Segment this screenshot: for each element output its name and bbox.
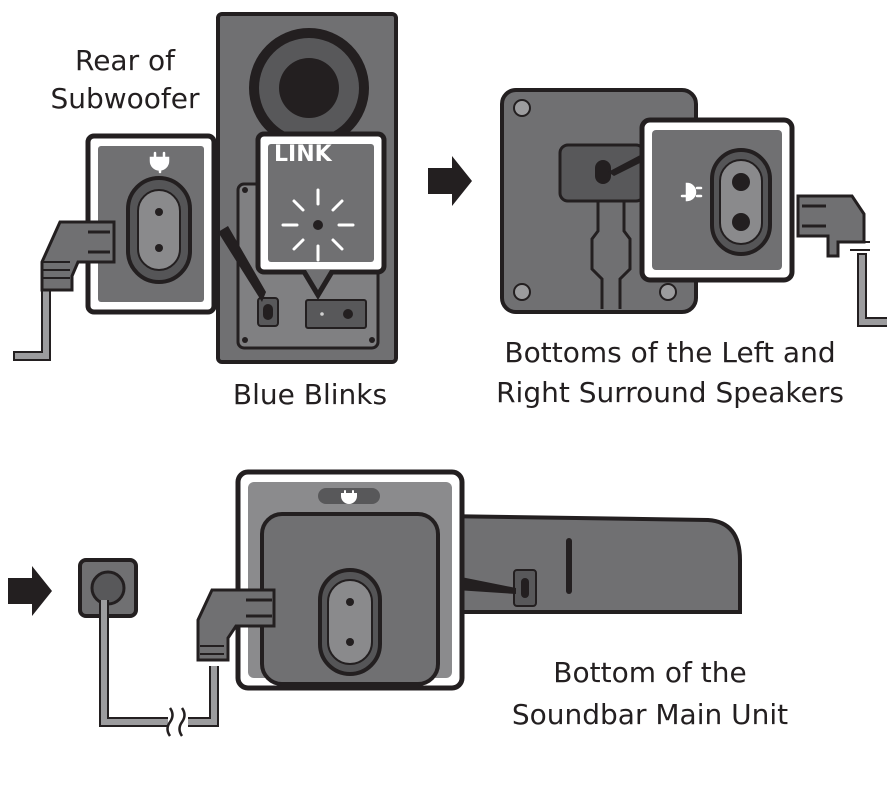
power-plug-icon (341, 490, 357, 504)
subwoofer-power-callout (85, 133, 266, 315)
right-arrow-icon (428, 156, 472, 206)
subwoofer-rear-label-line1: Rear of (75, 44, 175, 77)
power-plug-icon (680, 182, 703, 202)
subwoofer-power-cable (13, 220, 116, 361)
soundbar-label-line1: Bottom of the (553, 656, 747, 689)
soundbar-body (438, 513, 742, 614)
right-arrow-icon (8, 566, 52, 616)
blue-blinks-label: Blue Blinks (232, 378, 388, 411)
wavy-break-icon (166, 707, 186, 737)
surround-label-line1: Bottoms of the Left and (504, 336, 836, 369)
blinking-light-icon (281, 188, 355, 262)
wall-outlet-icon (78, 558, 138, 618)
surround-power-callout (639, 117, 795, 283)
surround-label-line2: Right Surround Speakers (496, 376, 844, 409)
soundbar-power-cable (99, 588, 276, 737)
subwoofer-rear-label-line2: Subwoofer (50, 82, 200, 115)
soundbar-power-callout (235, 469, 465, 691)
surround-power-cable (796, 194, 887, 327)
power-plug-icon (149, 151, 170, 174)
soundbar-label-line2: Soundbar Main Unit (511, 698, 789, 731)
link-callout (255, 131, 387, 300)
link-label: LINK (274, 142, 332, 167)
